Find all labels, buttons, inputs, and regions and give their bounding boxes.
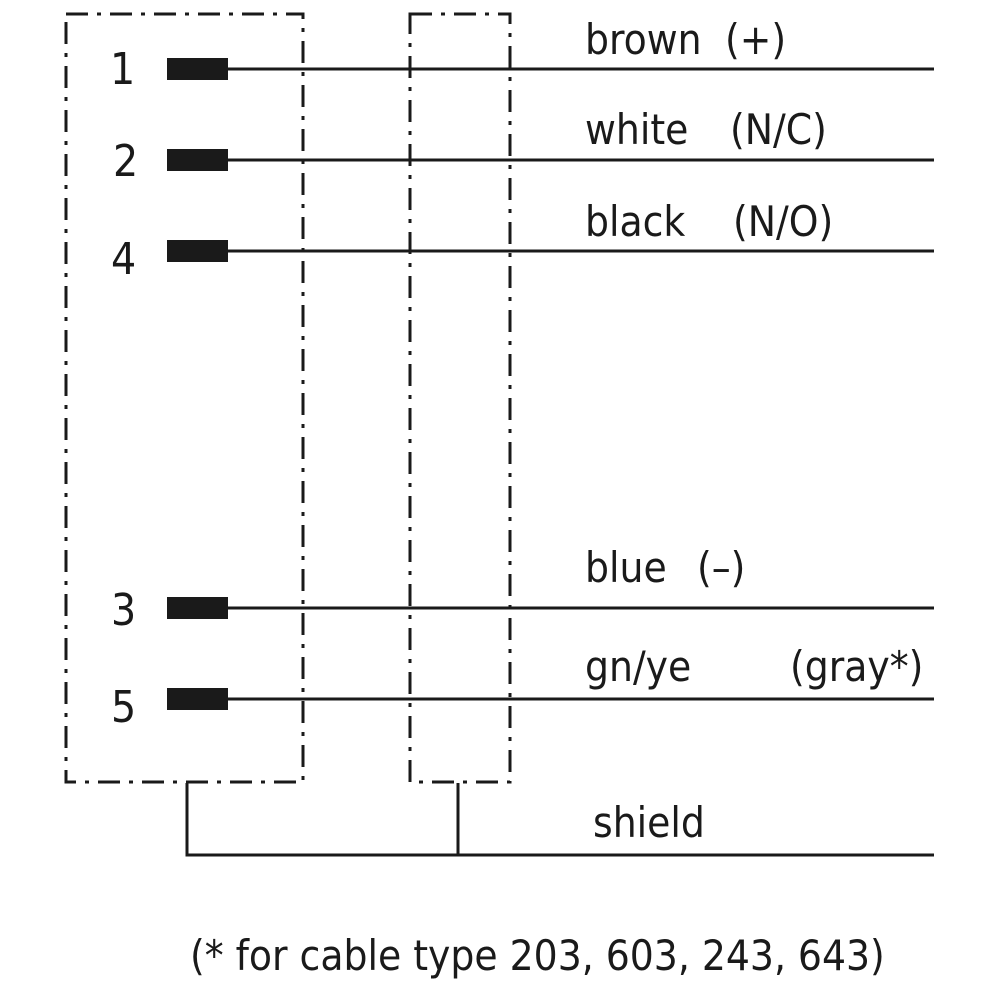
wire-function-label-1: (+): [725, 15, 786, 64]
connector-housing-outline: [64, 12, 305, 784]
cable-shield-outline: [408, 12, 512, 784]
pin-row-3: 3 blue (–): [111, 543, 934, 636]
shield-label: shield: [593, 798, 705, 847]
pin-number-1: 1: [110, 44, 135, 95]
wire-function-label-4: (N/O): [733, 197, 833, 246]
pin-number-3: 3: [111, 585, 136, 636]
shield-connection: shield: [185, 783, 934, 857]
pin-contact-4: [167, 240, 228, 262]
pin-row-4: 4 black (N/O): [111, 197, 934, 285]
pin-number-4: 4: [111, 234, 136, 285]
wire-function-label-3: (–): [697, 543, 745, 592]
pin-contact-2: [167, 149, 228, 171]
pin-number-2: 2: [113, 136, 138, 187]
wire-function-label-2: (N/C): [730, 105, 827, 154]
wire-color-label-3: blue: [585, 543, 667, 592]
wire-color-label-5: gn/ye: [585, 642, 691, 691]
pin-number-5: 5: [111, 682, 136, 733]
cable-type-footnote: (* for cable type 203, 603, 243, 643): [190, 931, 885, 980]
pin-contact-1: [167, 58, 228, 80]
pin-contact-5: [167, 688, 228, 710]
shield-wire: [185, 783, 934, 857]
wire-color-label-2: white: [585, 105, 688, 154]
pin-row-5: 5 gn/ye (gray*): [111, 642, 934, 733]
pin-contact-3: [167, 597, 228, 619]
wire-color-label-4: black: [585, 197, 685, 246]
wire-color-label-1: brown: [585, 15, 702, 64]
pin-row-2: 2 white (N/C): [113, 105, 934, 187]
wire-function-label-5: (gray*): [790, 642, 923, 691]
pin-row-1: 1 brown (+): [110, 15, 934, 95]
